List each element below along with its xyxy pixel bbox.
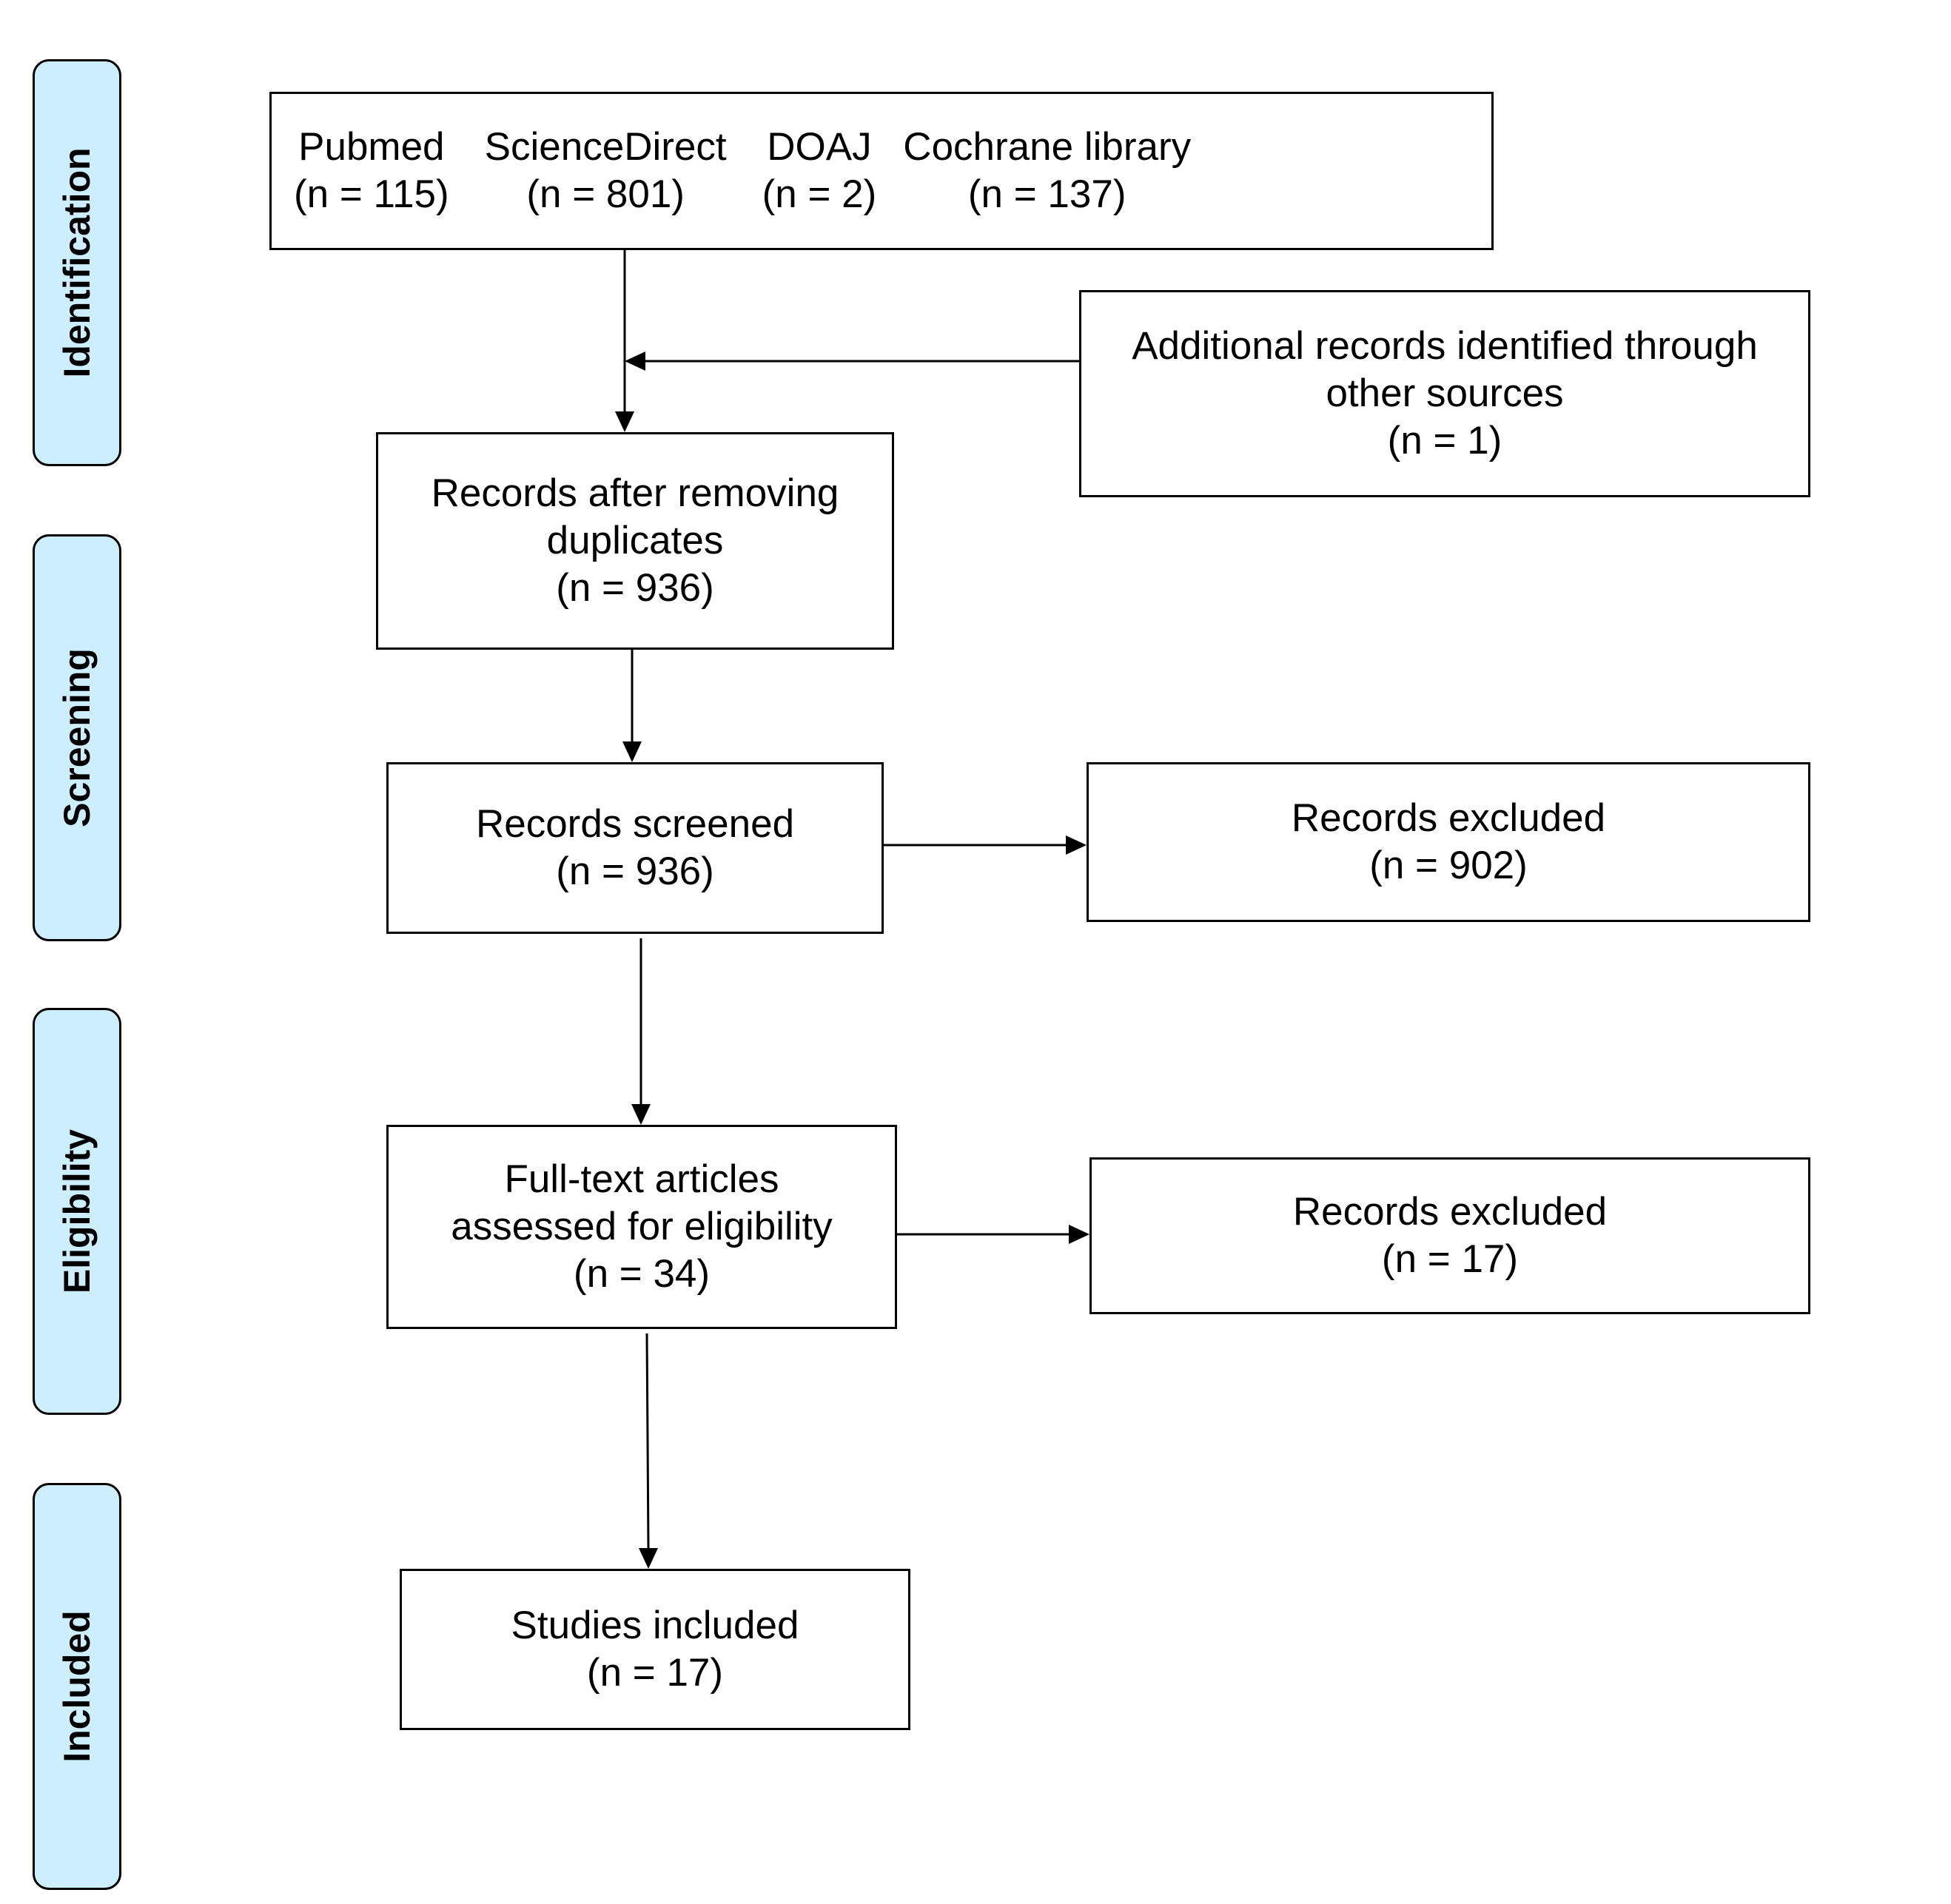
after-duplicates-box: Records after removing duplicates (n = 9… xyxy=(376,432,894,650)
records-excluded-fulltext-line1: Records excluded xyxy=(1292,1190,1608,1234)
additional-line1: Additional records identified through xyxy=(1132,324,1758,368)
sources-box: Pubmed (n = 115) ScienceDirect (n = 801)… xyxy=(269,92,1494,250)
records-excluded-screening-line1: Records excluded xyxy=(1291,796,1606,840)
additional-line2: other sources xyxy=(1326,371,1564,415)
source-name: ScienceDirect xyxy=(484,125,727,169)
records-screened-box: Records screened (n = 936) xyxy=(386,762,884,934)
stage-eligibility: Eligibility xyxy=(33,1008,121,1415)
source-pubmed: Pubmed (n = 115) xyxy=(294,124,449,218)
arrow-sources-to-duplicates-head xyxy=(615,411,634,432)
stage-screening: Screening xyxy=(33,534,121,941)
after-duplicates-line2: duplicates xyxy=(546,519,724,562)
studies-included-count: (n = 17) xyxy=(586,1651,724,1695)
arrow-duplicates-to-screened-head xyxy=(622,741,642,762)
sources-row: Pubmed (n = 115) ScienceDirect (n = 801)… xyxy=(272,124,1491,218)
arrow-fulltext-to-included xyxy=(645,1333,650,1549)
studies-included-box: Studies included (n = 17) xyxy=(400,1569,910,1730)
source-name: Cochrane library xyxy=(903,125,1192,169)
arrow-additional-to-main-head xyxy=(625,351,645,371)
arrow-fulltext-to-included-head xyxy=(639,1548,658,1569)
fulltext-count: (n = 34) xyxy=(573,1252,711,1296)
source-count: (n = 137) xyxy=(967,172,1126,216)
arrow-screened-to-fulltext-head xyxy=(631,1104,651,1125)
after-duplicates-count: (n = 936) xyxy=(556,566,714,610)
arrow-fulltext-to-excluded-head xyxy=(1069,1225,1089,1244)
after-duplicates-line1: Records after removing xyxy=(431,471,839,515)
stage-identification: Identification xyxy=(33,59,121,466)
fulltext-box: Full-text articles assessed for eligibil… xyxy=(386,1125,897,1329)
records-excluded-screening-box: Records excluded (n = 902) xyxy=(1087,762,1810,922)
source-sciencedirect: ScienceDirect (n = 801) xyxy=(485,124,727,218)
records-excluded-fulltext-box: Records excluded (n = 17) xyxy=(1089,1157,1810,1314)
records-screened-count: (n = 936) xyxy=(556,850,714,893)
additional-records-box: Additional records identified through ot… xyxy=(1079,290,1810,497)
records-excluded-screening-count: (n = 902) xyxy=(1369,844,1528,887)
fulltext-line2: assessed for eligibility xyxy=(451,1205,833,1248)
source-name: DOAJ xyxy=(767,125,872,169)
studies-included-line1: Studies included xyxy=(511,1604,799,1647)
fulltext-line1: Full-text articles xyxy=(504,1157,779,1201)
source-doaj: DOAJ (n = 2) xyxy=(762,124,877,218)
records-excluded-fulltext-count: (n = 17) xyxy=(1381,1237,1519,1281)
additional-count: (n = 1) xyxy=(1387,419,1502,462)
source-count: (n = 801) xyxy=(526,172,685,216)
records-screened-line1: Records screened xyxy=(475,802,795,846)
source-cochrane: Cochrane library (n = 137) xyxy=(903,124,1191,218)
source-count: (n = 2) xyxy=(762,172,877,216)
source-name: Pubmed xyxy=(298,125,445,169)
source-count: (n = 115) xyxy=(294,172,449,216)
stage-included: Included xyxy=(33,1483,121,1890)
arrow-screened-to-excluded-head xyxy=(1066,835,1087,855)
